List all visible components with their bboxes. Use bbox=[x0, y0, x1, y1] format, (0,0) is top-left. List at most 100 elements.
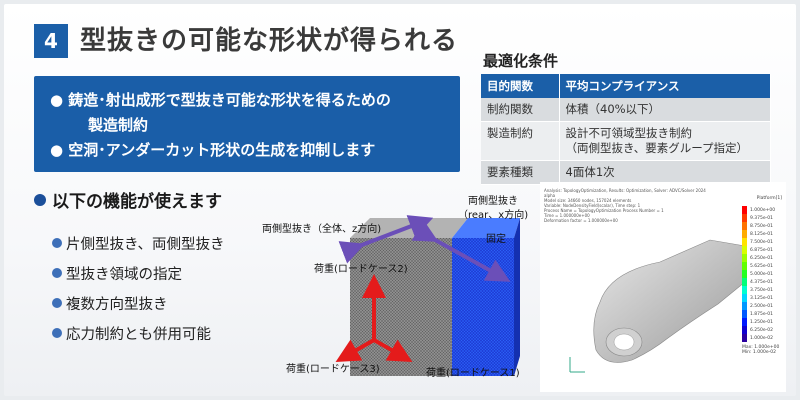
legend-title: Platform[1] bbox=[756, 196, 782, 201]
legend-row: 5.000e-01 bbox=[742, 270, 782, 278]
result-header: Analysis: TopologyOptimization, Results:… bbox=[544, 188, 706, 223]
legend-value: 4.375e-01 bbox=[750, 279, 774, 285]
table-cell-key: 要素種類 bbox=[481, 160, 560, 185]
table-row: 製造制約 設計不可領域型抜き制約 （両側型抜き、要素グループ指定） bbox=[481, 121, 771, 161]
table-header-value: 平均コンプライアンス bbox=[559, 74, 771, 98]
page-title: 型抜きの可能な形状が得られる bbox=[80, 26, 459, 56]
legend-value: 5.000e-01 bbox=[750, 271, 774, 277]
table-cell-line: （両側型抜き、要素グループ指定） bbox=[565, 141, 749, 155]
table-cell-value: 4面体1次 bbox=[559, 160, 771, 185]
mesh-model-illustration bbox=[335, 215, 520, 376]
legend-min: Min: 1.000e-02 bbox=[742, 350, 776, 355]
list-item: 型抜き領域の指定 bbox=[52, 258, 224, 288]
legend-row: 7.500e-01 bbox=[742, 238, 782, 246]
legend-row: 3.125e-01 bbox=[742, 294, 782, 302]
purple-arrow-x bbox=[411, 219, 511, 282]
table-cell-line: 設計不可領域型抜き制約 bbox=[565, 126, 693, 140]
legend-swatch bbox=[742, 286, 747, 294]
legend-row: 8.125e-01 bbox=[742, 230, 782, 238]
summary-item: ● 鋳造･射出成形で型抜き可能な形状を得るための bbox=[50, 91, 391, 109]
legend-row: 8.750e-01 bbox=[742, 222, 782, 230]
legend-value: 6.250e-02 bbox=[750, 327, 774, 333]
legend-swatch bbox=[742, 214, 747, 222]
legend-row: 1.000e-02 bbox=[742, 334, 782, 342]
purple-arrow-z bbox=[338, 215, 434, 264]
legend-swatch bbox=[742, 294, 747, 302]
legend-swatch bbox=[742, 262, 747, 270]
functions-list: 片側型抜き、両側型抜き 型抜き領域の指定 複数方向型抜き 応力制約とも併用可能 bbox=[52, 228, 224, 348]
bullet-icon bbox=[34, 193, 46, 206]
legend-row: 5.625e-01 bbox=[742, 262, 782, 270]
legend-row: 1.250e-01 bbox=[742, 318, 782, 326]
legend-swatch bbox=[742, 318, 747, 326]
legend-value: 1.250e-01 bbox=[750, 319, 774, 325]
legend-value: 6.875e-01 bbox=[750, 247, 774, 253]
model-figure: 両側型抜き（全体、z方向) 両側型抜き （rear、x方向) 固定 荷重(ロード… bbox=[262, 180, 542, 396]
legend-row: 9.375e-01 bbox=[742, 214, 782, 222]
legend-swatch bbox=[742, 326, 747, 334]
label-fixed: 固定 bbox=[486, 234, 506, 245]
legend-value: 7.500e-01 bbox=[750, 239, 774, 245]
legend-swatch bbox=[742, 230, 747, 238]
legend-row: 1.875e-01 bbox=[742, 310, 782, 318]
legend-swatch bbox=[742, 302, 747, 310]
bullet-icon bbox=[52, 298, 62, 308]
blue-mesh-side bbox=[514, 218, 520, 376]
table-row: 要素種類 4面体1次 bbox=[481, 160, 771, 185]
table-cell-value: 体積（40%以下） bbox=[559, 98, 771, 122]
legend-value: 3.750e-01 bbox=[750, 287, 774, 293]
legend-value: 9.375e-01 bbox=[750, 215, 774, 221]
legend-value: 1.875e-01 bbox=[750, 311, 774, 317]
legend-value: 8.125e-01 bbox=[750, 231, 774, 237]
legend-value: 2.500e-01 bbox=[750, 303, 774, 309]
legend-row: 2.500e-01 bbox=[742, 302, 782, 310]
legend-value: 8.750e-01 bbox=[750, 223, 774, 229]
legend-swatch bbox=[742, 254, 747, 262]
legend-swatch bbox=[742, 310, 747, 318]
table-row: 制約関数 体積（40%以下） bbox=[481, 98, 771, 122]
legend-value: 3.125e-01 bbox=[750, 295, 774, 301]
legend-swatch bbox=[742, 246, 747, 254]
list-item: 複数方向型抜き bbox=[52, 288, 224, 318]
legend-row: 6.250e-01 bbox=[742, 254, 782, 262]
axis-triad-icon bbox=[569, 357, 585, 373]
list-item: 応力制約とも併用可能 bbox=[52, 318, 224, 348]
label-load2: 荷重(ロードケース2) bbox=[314, 264, 408, 275]
red-arrow-left bbox=[335, 338, 375, 362]
legend-swatch bbox=[742, 206, 747, 214]
legend-row: 6.875e-01 bbox=[742, 246, 782, 254]
table-header-row: 目的関数 平均コンプライアンス bbox=[481, 74, 771, 98]
legend-max: Max: 1.000e+00 bbox=[742, 345, 780, 350]
blue-mesh-block bbox=[452, 238, 514, 376]
summary-item: ● 空洞･アンダーカット形状の生成を抑制します bbox=[50, 141, 376, 159]
bullet-icon bbox=[52, 238, 62, 248]
functions-title: 以下の機能が使えます bbox=[34, 187, 222, 212]
table-cell-value: 設計不可領域型抜き制約 （両側型抜き、要素グループ指定） bbox=[559, 121, 771, 161]
legend-swatch bbox=[742, 238, 747, 246]
conditions-table: 目的関数 平均コンプライアンス 制約関数 体積（40%以下） 製造制約 設計不可… bbox=[481, 74, 771, 185]
red-arrow-right bbox=[373, 338, 413, 362]
legend-swatch bbox=[742, 278, 747, 286]
optimized-shape-hole-inner bbox=[613, 333, 635, 351]
label-both-sides-z: 両側型抜き（全体、z方向) bbox=[262, 224, 382, 235]
conditions-title: 最適化条件 bbox=[483, 52, 559, 70]
table-header-key: 目的関数 bbox=[481, 74, 560, 98]
legend-row: 1.000e+00 bbox=[742, 206, 782, 214]
legend-value: 6.250e-01 bbox=[750, 255, 774, 261]
bullet-icon bbox=[52, 328, 62, 338]
legend-swatch bbox=[742, 334, 747, 342]
label-both-sides-x-2: （rear、x方向) bbox=[458, 210, 529, 221]
legend-value: 1.000e-02 bbox=[750, 335, 774, 341]
optimized-shape-illustration bbox=[569, 239, 746, 373]
label-load3: 荷重(ロードケース3) bbox=[286, 364, 380, 375]
result-legend: Platform[1] 1.000e+00 9.375e-01 8.750e-01 8… bbox=[742, 196, 782, 355]
legend-value: 1.000e+00 bbox=[750, 207, 776, 213]
legend-swatch bbox=[742, 222, 747, 230]
legend-swatch bbox=[742, 270, 747, 278]
summary-item-continuation: 製造制約 bbox=[88, 116, 149, 134]
table-cell-key: 制約関数 bbox=[481, 98, 560, 122]
list-item: 片側型抜き、両側型抜き bbox=[52, 228, 224, 258]
legend-row: 6.250e-02 bbox=[742, 326, 782, 334]
legend-value: 5.625e-01 bbox=[750, 263, 774, 269]
label-load1: 荷重(ロードケース1) bbox=[426, 368, 520, 379]
